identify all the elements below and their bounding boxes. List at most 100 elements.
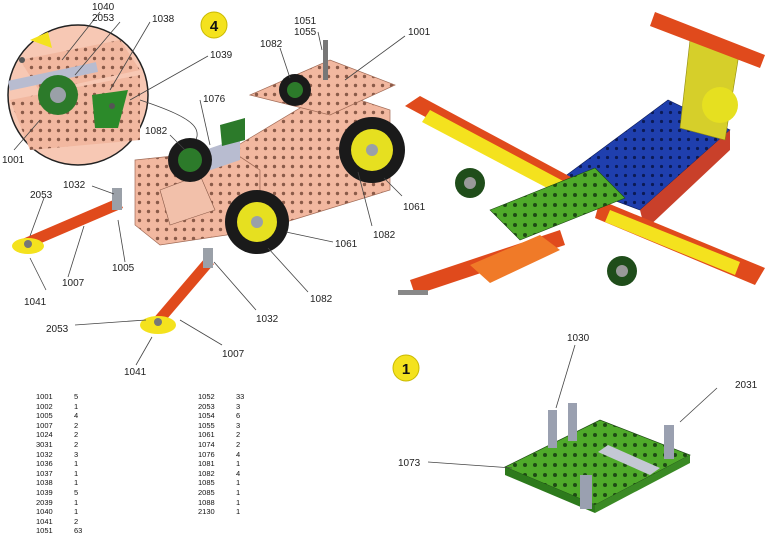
part-quantity: 1 [74, 459, 79, 469]
callout-1051: 1051 [294, 16, 317, 27]
parts-row: 1024 2 [36, 430, 104, 440]
arm-lower [140, 248, 214, 334]
callout-1082-a: 1082 [260, 39, 283, 50]
part-quantity: 5 [74, 487, 79, 497]
wheel-rear-right [279, 74, 311, 106]
step-1-assembly [504, 403, 691, 513]
parts-row: 1076 4 [198, 450, 266, 460]
part-number: 1002 [36, 401, 53, 411]
parts-row: 2053 3 [198, 402, 266, 412]
callout-1076: 1076 [203, 94, 226, 105]
wheel-front-right [339, 117, 405, 183]
parts-row: 1038 1 [36, 478, 104, 488]
part-quantity: 3 [236, 401, 241, 411]
part-number: 1007 [36, 420, 53, 430]
part-quantity: 1 [236, 507, 241, 517]
part-quantity: 1 [74, 507, 79, 517]
wheel-front-left [225, 190, 289, 254]
part-number: 1055 [198, 420, 215, 430]
parts-row: 1054 6 [198, 411, 266, 421]
parts-row: 1037 1 [36, 469, 104, 479]
assembly-diagram: 4 1040 2053 1038 1039 1001 1082 1076 108… [2, 2, 765, 513]
part-quantity: 3 [236, 420, 241, 430]
callout-1005: 1005 [112, 263, 135, 274]
part-quantity: 1 [74, 468, 79, 478]
parts-row: 1007 2 [36, 421, 104, 431]
part-quantity: 6 [236, 411, 241, 421]
part-quantity: 2 [236, 430, 241, 440]
part-number: 1001 [36, 392, 53, 401]
part-number: 1088 [198, 497, 215, 507]
part-number: 2053 [198, 401, 215, 411]
callout-1007-a: 1007 [62, 278, 85, 289]
part-quantity: 2 [74, 430, 79, 440]
step-4-leaders [13, 11, 406, 366]
callout-1041-a: 1041 [24, 297, 47, 308]
part-number: 1051 [36, 526, 53, 536]
part-quantity: 1 [74, 478, 79, 488]
part-number: 1039 [36, 487, 53, 497]
part-number: 1074 [198, 439, 215, 449]
part-number: 1061 [198, 430, 215, 440]
part-number: 1041 [36, 516, 53, 526]
part-quantity: 63 [74, 526, 83, 536]
parts-row: 1041 2 [36, 517, 104, 527]
part-number: 1081 [198, 459, 215, 469]
part-number: 1076 [198, 449, 215, 459]
callout-1032-b: 1032 [256, 314, 279, 325]
part-number: 1032 [36, 449, 53, 459]
parts-row: 1002 1 [36, 402, 104, 412]
arm-upper-left [12, 188, 123, 254]
callout-2031: 2031 [735, 380, 758, 391]
part-quantity: 2 [74, 420, 79, 430]
callout-1061-a: 1061 [403, 202, 426, 213]
axle-pin [323, 40, 328, 80]
part-number: 2085 [198, 487, 215, 497]
detail-zoom-circle [7, 24, 149, 166]
part-number: 1054 [198, 411, 215, 421]
part-number: 1037 [36, 468, 53, 478]
part-number: 3031 [36, 439, 53, 449]
part-quantity: 2 [236, 439, 241, 449]
callout-1040: 1040 [92, 2, 115, 13]
part-quantity: 1 [74, 401, 79, 411]
part-quantity: 1 [236, 459, 241, 469]
parts-row: 1040 1 [36, 507, 104, 517]
part-number: 1040 [36, 507, 53, 517]
part-quantity: 4 [74, 411, 79, 421]
part-number: 1024 [36, 430, 53, 440]
step-number-1: 1 [402, 361, 410, 378]
step-4-labels: 1040 2053 1038 1039 1001 1082 1076 1082 … [2, 2, 431, 378]
part-quantity: 33 [236, 392, 245, 401]
part-quantity: 4 [236, 449, 241, 459]
callout-1038: 1038 [152, 14, 175, 25]
callout-2053-a: 2053 [30, 190, 53, 201]
wheel-rear-left [168, 138, 212, 182]
part-quantity: 2 [74, 516, 79, 526]
parts-row: 1081 1 [198, 459, 266, 469]
step-1-leaders [427, 344, 718, 469]
parts-row: 1074 2 [198, 440, 266, 450]
step-number-4: 4 [210, 18, 219, 35]
part-number: 1052 [198, 392, 215, 401]
part-number: 1082 [198, 468, 215, 478]
callout-1041-b: 1041 [124, 367, 147, 378]
part-quantity: 1 [236, 497, 241, 507]
callout-1082-d: 1082 [310, 294, 333, 305]
callout-1039: 1039 [210, 50, 233, 61]
callout-1001-b: 1001 [408, 27, 431, 38]
step-1-labels: 1030 2031 1073 [398, 333, 758, 469]
part-number: 1038 [36, 478, 53, 488]
callout-1007-b: 1007 [222, 349, 245, 360]
callout-1073: 1073 [398, 458, 421, 469]
step-badge-1: 1 [392, 354, 420, 382]
step-badge-4: 4 [200, 11, 228, 39]
